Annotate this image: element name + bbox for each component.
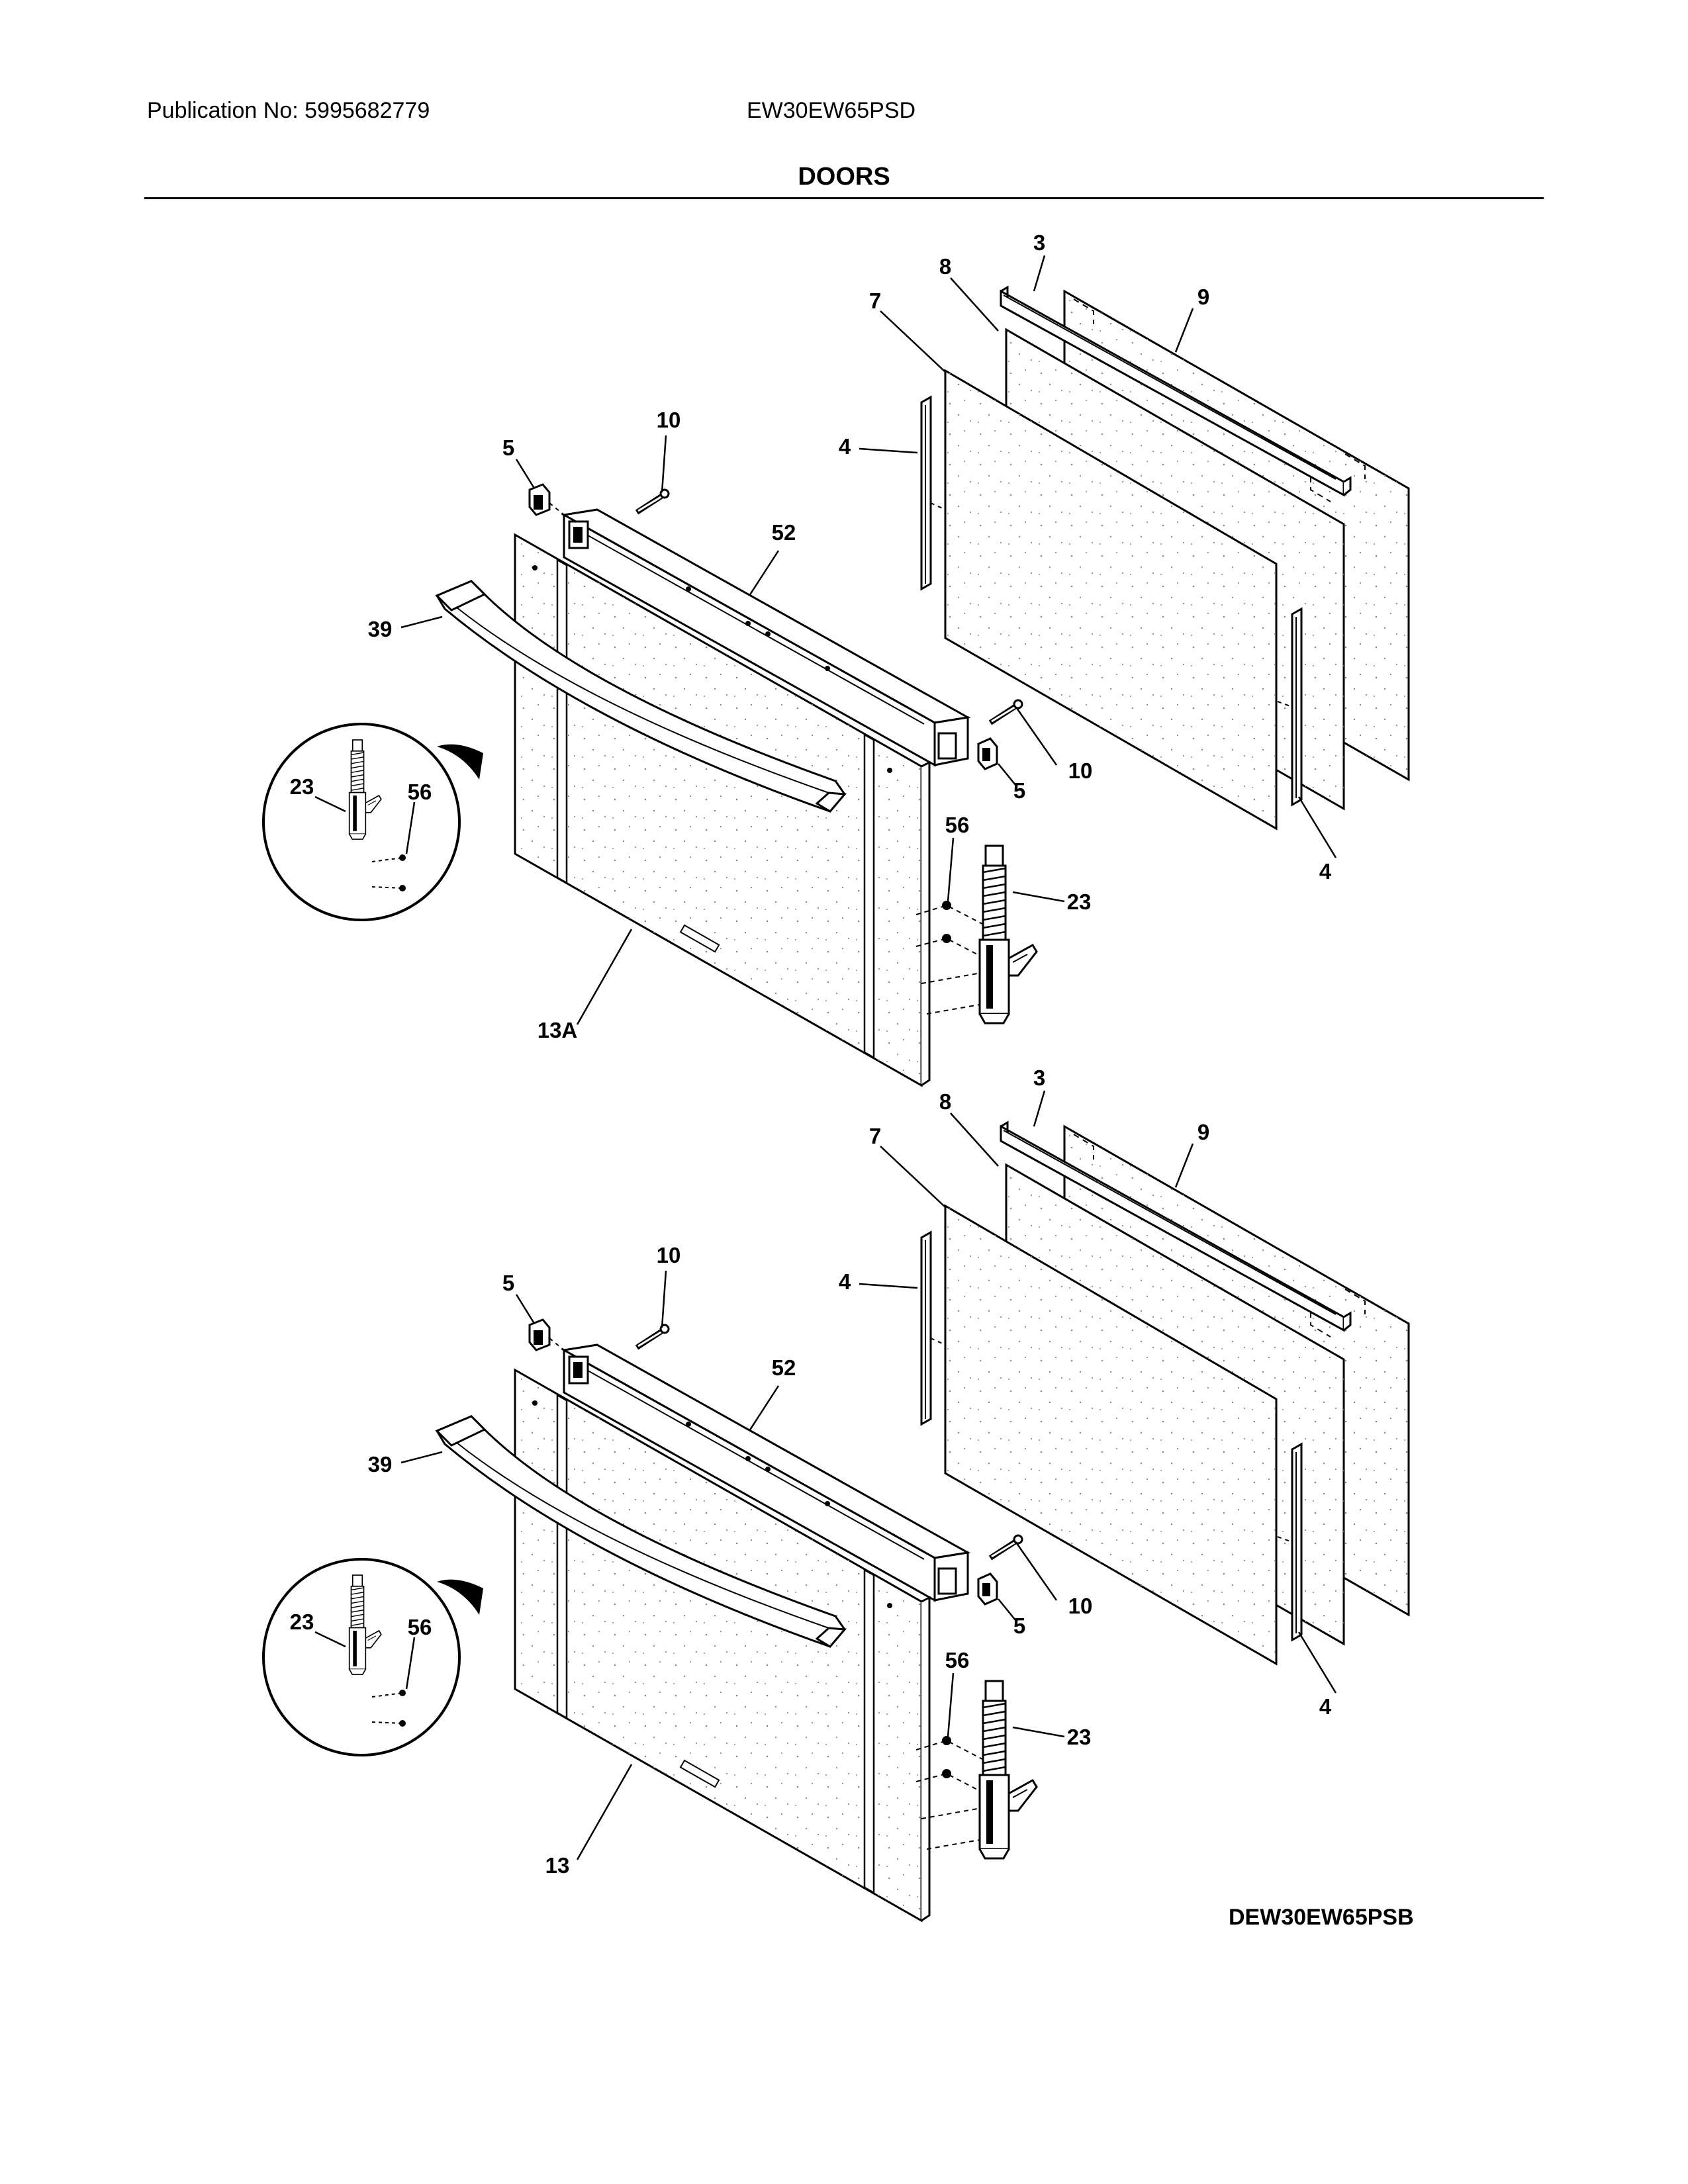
callout-8: 8 xyxy=(939,1089,951,1114)
callout-56: 56 xyxy=(408,1615,432,1639)
callout-56: 56 xyxy=(408,780,432,804)
callout-39: 39 xyxy=(368,1452,393,1477)
callout-10: 10 xyxy=(657,408,681,432)
callout-4: 4 xyxy=(839,1269,851,1294)
callout-9: 9 xyxy=(1197,1120,1209,1144)
callout-52: 52 xyxy=(772,1355,796,1380)
callout-4: 4 xyxy=(1319,859,1332,884)
model-number: EW30EW65PSD xyxy=(747,98,916,123)
callout-23: 23 xyxy=(1067,889,1092,914)
callout-5: 5 xyxy=(1013,1614,1025,1638)
callout-door: 13 xyxy=(545,1853,570,1878)
callout-10: 10 xyxy=(1068,758,1093,783)
callout-4: 4 xyxy=(1319,1694,1332,1719)
publication-number: Publication No: 5995682779 xyxy=(147,98,430,123)
header-divider xyxy=(144,197,1544,199)
callout-7: 7 xyxy=(869,1124,881,1148)
callout-5: 5 xyxy=(502,1271,514,1295)
callout-5: 5 xyxy=(1013,778,1025,803)
diagram-code: DEW30EW65PSB xyxy=(1229,1905,1414,1930)
callout-23: 23 xyxy=(290,1610,314,1634)
callout-9: 9 xyxy=(1197,285,1209,309)
callout-door: 13A xyxy=(538,1018,578,1042)
callout-7: 7 xyxy=(869,289,881,313)
callout-3: 3 xyxy=(1033,1066,1045,1090)
callout-23: 23 xyxy=(290,774,314,799)
callout-56: 56 xyxy=(945,813,970,837)
callout-56: 56 xyxy=(945,1648,970,1672)
callout-52: 52 xyxy=(772,520,796,545)
callout-39: 39 xyxy=(368,617,393,641)
door-assembly-upper: 3 8 9 7 4 4 10 10 5 5 52 39 23 23 56 56 … xyxy=(262,230,1410,1087)
callout-23: 23 xyxy=(1067,1725,1092,1749)
callout-4: 4 xyxy=(839,434,851,459)
door-assembly-lower: 3 8 9 7 4 4 10 10 5 5 52 39 23 23 56 56 … xyxy=(262,1066,1410,1923)
callout-10: 10 xyxy=(1068,1594,1093,1618)
callout-10: 10 xyxy=(657,1243,681,1267)
callout-3: 3 xyxy=(1033,230,1045,255)
callout-5: 5 xyxy=(502,435,514,460)
page-title: DOORS xyxy=(798,163,890,191)
callout-8: 8 xyxy=(939,254,951,279)
